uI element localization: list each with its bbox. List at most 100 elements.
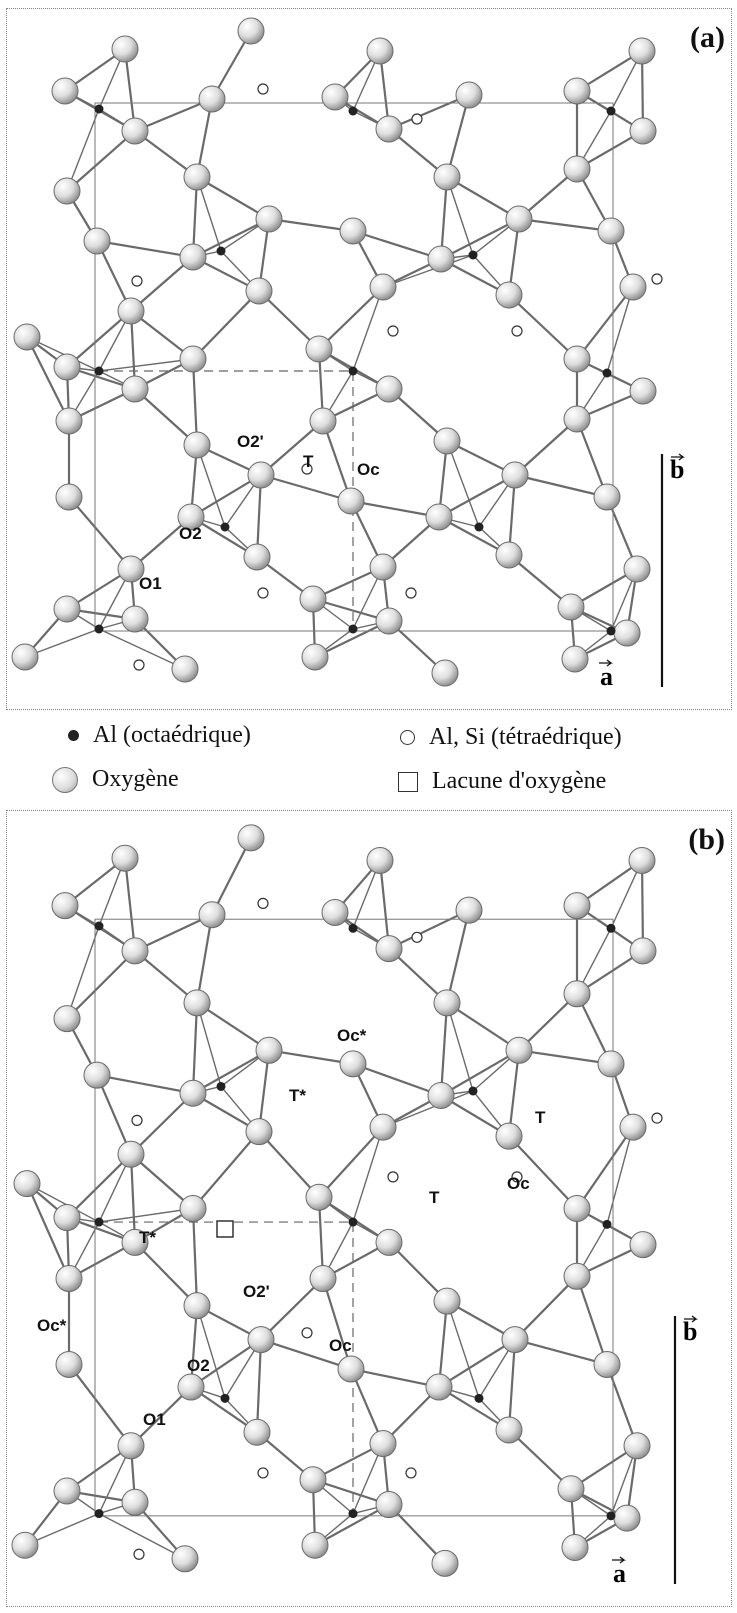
tetra-atom — [257, 587, 269, 599]
al-oct-atom — [606, 1511, 616, 1521]
bond — [445, 909, 471, 1004]
al-oct-atom — [602, 368, 612, 378]
oxygen-atom — [563, 405, 591, 433]
tetra-atom — [651, 1112, 663, 1124]
al-o-bond — [196, 444, 226, 528]
oxygen-atom — [51, 892, 79, 920]
oxygen-atom — [111, 844, 139, 872]
bond — [439, 175, 449, 261]
oxygen-atom — [305, 1183, 333, 1211]
al-o-bond — [606, 286, 634, 374]
oxygen-atom — [337, 1355, 365, 1383]
bond — [387, 1241, 449, 1303]
oxygen-atom — [623, 1432, 651, 1460]
oxygen-atom — [369, 553, 397, 581]
bond — [65, 309, 133, 369]
legend-vacancy: Lacune d'oxygène — [398, 768, 606, 795]
oxygen-atom — [375, 1491, 403, 1519]
oxygen-atom — [237, 824, 265, 852]
oxygen-atom — [563, 345, 591, 373]
oxygen-atom — [301, 643, 329, 671]
oxygen-atom — [117, 1140, 145, 1168]
al-oct-atom — [220, 522, 230, 532]
bond — [349, 1367, 385, 1445]
bond — [507, 1338, 517, 1432]
bond-network — [23, 836, 645, 1565]
bond — [445, 93, 471, 179]
oxygen-atom — [495, 1122, 523, 1150]
tetra-atom — [257, 1467, 269, 1479]
al-oct-atom — [94, 104, 104, 114]
oxygen-atom — [121, 937, 149, 965]
oxygen-atom — [557, 593, 585, 621]
al-oct-atom — [94, 624, 104, 634]
bond — [257, 1049, 271, 1133]
bond — [257, 1130, 321, 1199]
oxygen-atom — [366, 846, 394, 874]
oxygen-atom — [563, 892, 591, 920]
oxygen-atom — [427, 245, 455, 273]
bond — [133, 387, 199, 447]
tetra-atom — [257, 83, 269, 95]
bond — [349, 499, 441, 519]
axis-a-arrow — [612, 1556, 626, 1564]
oxygen-atom — [629, 1231, 657, 1259]
legend-oxygen: Oxygène — [52, 766, 179, 793]
al-o-bond — [446, 440, 480, 528]
al-o-bond — [196, 1304, 226, 1400]
al-o-bond — [98, 1207, 194, 1223]
al-oct-atom — [606, 106, 616, 116]
bond — [191, 1049, 271, 1095]
bond — [575, 417, 609, 499]
oxygen-atom — [11, 643, 39, 671]
bond — [267, 1049, 355, 1065]
oxygen-atom — [83, 1061, 111, 1089]
bond — [257, 289, 321, 351]
oxygen-atom — [375, 375, 403, 403]
tetra-atom — [133, 659, 145, 671]
oxygen-atom — [301, 1531, 329, 1559]
oxygen-atom — [433, 989, 461, 1017]
oxygen-atom — [53, 1005, 81, 1033]
tetra-atom — [387, 325, 399, 337]
oxygen-atom — [299, 1466, 327, 1494]
oxygen-atom — [455, 81, 483, 109]
bond — [321, 419, 353, 503]
oxygen-atom — [425, 503, 453, 531]
bond — [267, 217, 355, 233]
bond — [351, 1062, 443, 1097]
oxygen-atom — [237, 17, 265, 45]
oxygen-atom — [613, 619, 641, 647]
bond — [445, 175, 521, 221]
al-o-bond — [446, 1002, 474, 1092]
oxygen-atom — [375, 607, 403, 635]
oxygen-atom — [337, 487, 365, 515]
oxygen-atom — [121, 375, 149, 403]
oxygen-atom — [179, 243, 207, 271]
bond — [191, 357, 199, 447]
bond — [67, 495, 133, 571]
tetra-atom — [511, 325, 523, 337]
bond — [25, 1182, 71, 1280]
atom-label: Oc* — [37, 1316, 67, 1335]
oxygen-atom — [55, 1350, 83, 1378]
al-oct-atom — [602, 1219, 612, 1229]
bond — [255, 1338, 263, 1434]
al-o-bond — [26, 1182, 100, 1223]
bond — [259, 1277, 325, 1341]
oxygen-atom — [597, 217, 625, 245]
panel-b-tag: (b) — [688, 823, 725, 856]
bond — [507, 1049, 521, 1138]
bond — [191, 289, 261, 361]
oxygen-atom — [53, 1477, 81, 1505]
oxygen-atom — [433, 427, 461, 455]
bond — [123, 857, 137, 952]
tetra-atom — [301, 1327, 313, 1339]
oxygen-atom — [563, 980, 591, 1008]
al-o-bond — [196, 1002, 222, 1088]
oxygen-atom — [171, 1545, 199, 1573]
oxygen-atom — [375, 1228, 403, 1256]
atom-label: T — [429, 1188, 440, 1207]
